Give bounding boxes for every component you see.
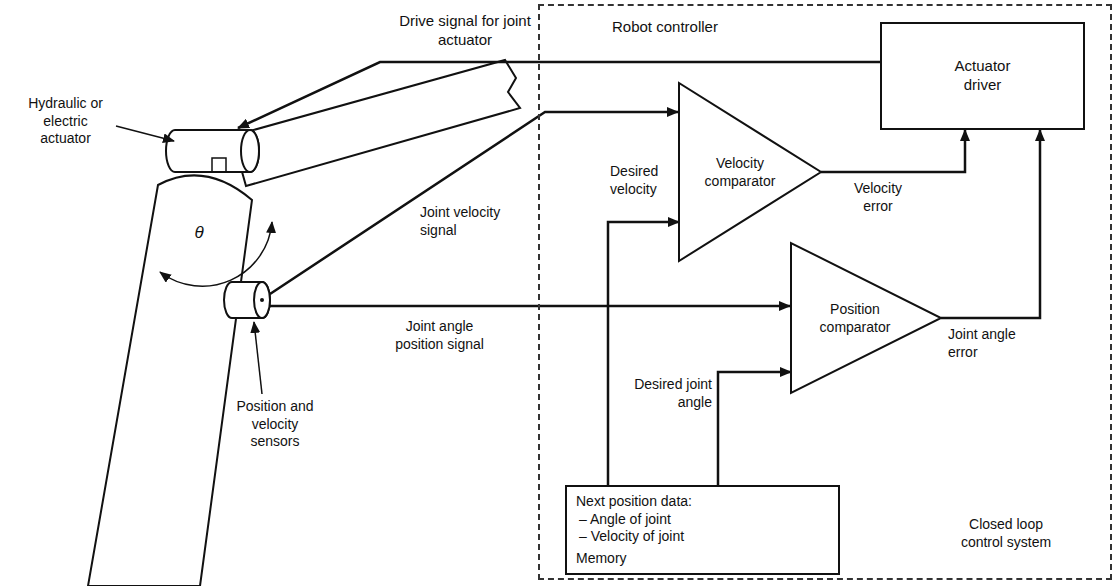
- memory-line: Next position data:: [576, 493, 829, 511]
- signal-label: Drive signal for joint actuator: [395, 12, 535, 50]
- position-comparator: Position comparator: [790, 242, 942, 394]
- edge-label: Joint angle error: [948, 326, 1032, 361]
- signal-connector: [821, 130, 965, 172]
- signal-connector: [718, 372, 791, 485]
- comparator-label: Position comparator: [813, 301, 897, 336]
- region-label: Closed loop control system: [950, 516, 1062, 551]
- velocity-signal-wire: [270, 112, 678, 294]
- actuator-slot: [212, 158, 226, 172]
- signal-connector: [941, 130, 1040, 318]
- actuator-cylinder: [166, 130, 259, 172]
- lower-link: [88, 175, 252, 586]
- drive-signal-wire: [238, 62, 880, 128]
- edge-label: Desired velocity: [610, 163, 676, 198]
- signal-label: Joint velocity signal: [420, 204, 520, 239]
- velocity-comparator: Velocity comparator: [678, 82, 822, 262]
- sensor-shaft: [260, 298, 264, 302]
- memory-line: Memory: [576, 550, 829, 568]
- actuator-driver-box: Actuator driver: [880, 22, 1085, 130]
- sensor-face: [254, 282, 270, 318]
- position-signal-wire: [270, 305, 790, 308]
- triangle-outline: [679, 83, 821, 261]
- actuator-face: [241, 130, 259, 172]
- memory-line: – Angle of joint: [576, 511, 829, 529]
- angle-arc: [160, 222, 272, 286]
- sensor-label: Position and velocity sensors: [230, 398, 320, 451]
- leader-line: [254, 322, 262, 394]
- actuator-label: Hydraulic or electric actuator: [18, 95, 113, 148]
- box-label: Actuator driver: [940, 57, 1026, 95]
- controller-region: Robot controllerClosed loop control syst…: [538, 4, 1112, 580]
- sensor-cylinder: [224, 282, 270, 318]
- angle-symbol: θ: [189, 222, 209, 243]
- triangle-outline: [791, 243, 941, 393]
- signal-connector: [608, 222, 679, 485]
- edge-label: Desired joint angle: [632, 376, 712, 411]
- memory-line: – Velocity of joint: [576, 528, 829, 546]
- signal-label: Joint angle position signal: [382, 318, 497, 353]
- edge-label: Velocity error: [838, 180, 918, 215]
- memory-box: Next position data:– Angle of joint– Vel…: [565, 485, 840, 575]
- comparator-label: Velocity comparator: [698, 155, 782, 190]
- region-label: Robot controller: [612, 18, 782, 37]
- leader-line: [116, 126, 174, 141]
- upper-link: [232, 60, 520, 186]
